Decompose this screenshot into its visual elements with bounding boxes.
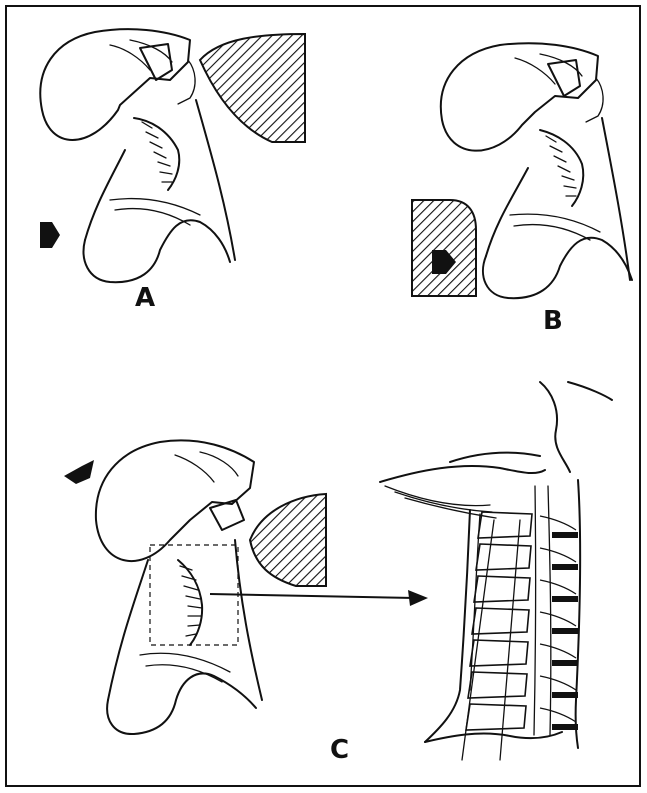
- facet-joint: [552, 692, 578, 698]
- posterior-element: [540, 580, 576, 594]
- force-arrow-c: [64, 460, 94, 484]
- impact-object-c: [250, 494, 326, 586]
- facet-joint: [552, 532, 578, 538]
- vertebral-body: [470, 640, 528, 666]
- shoulder-b: [483, 238, 632, 298]
- figure-border: [6, 6, 640, 786]
- facet-joint: [552, 628, 578, 634]
- panel-label-a: A: [135, 283, 155, 313]
- impact-object-a: [200, 34, 305, 142]
- panel-c-drawing: [64, 382, 612, 760]
- panel-label-b: B: [543, 306, 563, 336]
- vertebral-body: [466, 704, 526, 730]
- facet-joint: [552, 660, 578, 666]
- facet-joint: [552, 724, 578, 730]
- posterior-element: [540, 644, 576, 658]
- force-arrow-a: [40, 222, 60, 248]
- posterior-element: [540, 516, 576, 530]
- vertebral-body: [468, 672, 527, 698]
- panel-a-drawing: [40, 29, 305, 282]
- posterior-element: [540, 676, 576, 690]
- posterior-element: [540, 708, 576, 722]
- posterior-element: [540, 548, 576, 562]
- vertebral-body: [476, 544, 531, 570]
- spine-detail-c: [380, 382, 612, 760]
- impact-object-b: [412, 200, 476, 296]
- panel-label-c: C: [330, 735, 349, 765]
- vertebral-body: [474, 576, 530, 602]
- shoulder-c: [107, 673, 256, 734]
- panel-b-drawing: [412, 43, 632, 298]
- posterior-element: [540, 612, 576, 626]
- cervical-spine-c: [178, 560, 202, 645]
- facet-joint: [552, 564, 578, 570]
- facet-joint: [552, 596, 578, 602]
- shoulder-a: [84, 220, 230, 282]
